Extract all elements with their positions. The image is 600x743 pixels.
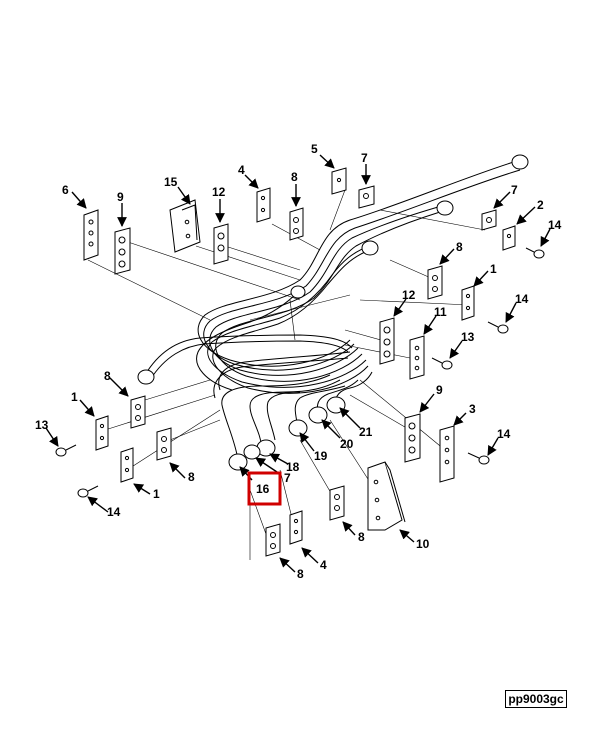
callout-1b: 1 (71, 390, 78, 404)
callout-11: 11 (434, 305, 447, 319)
plate-1c (120, 447, 134, 483)
callout-8b: 8 (456, 240, 463, 254)
fitting-19 (288, 419, 308, 437)
callout-8d: 8 (188, 470, 195, 484)
clamp-8b (427, 265, 443, 300)
bolt-14d (77, 485, 99, 498)
bracket-3 (439, 425, 455, 483)
callout-10: 10 (416, 537, 430, 551)
callout-12a: 12 (212, 185, 226, 199)
clamp-8a (289, 207, 304, 241)
callout-19: 19 (314, 449, 328, 463)
fitting-left (137, 369, 155, 385)
clip-7b (481, 209, 497, 231)
callout-8c: 8 (104, 369, 111, 383)
callout-1a: 1 (490, 262, 497, 276)
callout-8e: 8 (358, 530, 365, 544)
callout-4a: 4 (238, 163, 245, 177)
fitting-16 (228, 453, 248, 471)
bolt-14c (467, 452, 490, 465)
bracket-10 (367, 461, 406, 531)
callout-2: 2 (537, 198, 544, 212)
bolt-13b (55, 444, 77, 457)
fitting-20 (308, 406, 328, 424)
tube-bundle (144, 159, 521, 461)
clamp-12b (379, 317, 395, 365)
callout-14b: 14 (515, 292, 529, 306)
callout-20: 20 (340, 437, 354, 451)
callout-6: 6 (62, 183, 69, 197)
plate-1b (95, 415, 109, 451)
highlight-box (247, 471, 282, 506)
callout-13b: 13 (35, 418, 49, 432)
fitting-center (290, 285, 306, 299)
callout-4b: 4 (320, 558, 327, 572)
fitting-upper (436, 200, 454, 216)
callout-14d: 14 (107, 505, 121, 519)
bolt-14b (487, 321, 509, 334)
bolts (55, 247, 545, 498)
fitting-top-right (511, 154, 529, 170)
callout-15: 15 (164, 175, 178, 189)
clamp-8d (156, 427, 172, 461)
callout-8f: 8 (297, 567, 304, 581)
callout-labels: 6 9 15 12 4 8 5 7 7 2 14 8 1 14 12 11 13… (35, 142, 562, 581)
clamp-8e (329, 485, 345, 521)
callout-12b: 12 (402, 288, 416, 302)
clamp-9b (404, 413, 421, 463)
clamp-8f (265, 523, 281, 557)
callout-8a: 8 (291, 170, 298, 184)
tube-fittings (137, 154, 529, 471)
plate-4a (256, 187, 271, 223)
brackets (83, 167, 516, 557)
plate-2 (502, 225, 516, 251)
callout-14a: 14 (548, 218, 562, 232)
clamp-8c (130, 395, 146, 429)
figure-id-label: pp9003gc (505, 690, 567, 708)
callout-9b: 9 (436, 383, 443, 397)
callout-16: 16 (256, 482, 270, 496)
callout-13a: 13 (461, 330, 475, 344)
callout-7a: 7 (361, 151, 368, 165)
bolt-14a (525, 247, 545, 259)
bracket-11 (409, 335, 425, 380)
callout-17: 7 (284, 471, 291, 485)
clip-7a (358, 185, 375, 209)
bracket-15 (169, 199, 201, 253)
callout-18: 18 (286, 460, 300, 474)
fitting-mid (361, 240, 379, 256)
plate-1a (461, 285, 475, 321)
bolt-13a (431, 357, 453, 370)
callout-7b: 7 (511, 183, 518, 197)
callout-1c: 1 (153, 487, 160, 501)
callout-3: 3 (469, 402, 476, 416)
callout-14c: 14 (497, 427, 511, 441)
callout-9a: 9 (117, 190, 124, 204)
callout-21: 21 (359, 425, 373, 439)
leader-arrows (45, 154, 551, 573)
plate-4b (289, 510, 303, 545)
clamp-9a (114, 227, 131, 275)
fitting-17 (243, 444, 261, 460)
clamp-12a (213, 223, 229, 265)
bracket-6 (83, 209, 99, 261)
callout-5: 5 (311, 142, 318, 156)
plate-5 (331, 167, 347, 195)
